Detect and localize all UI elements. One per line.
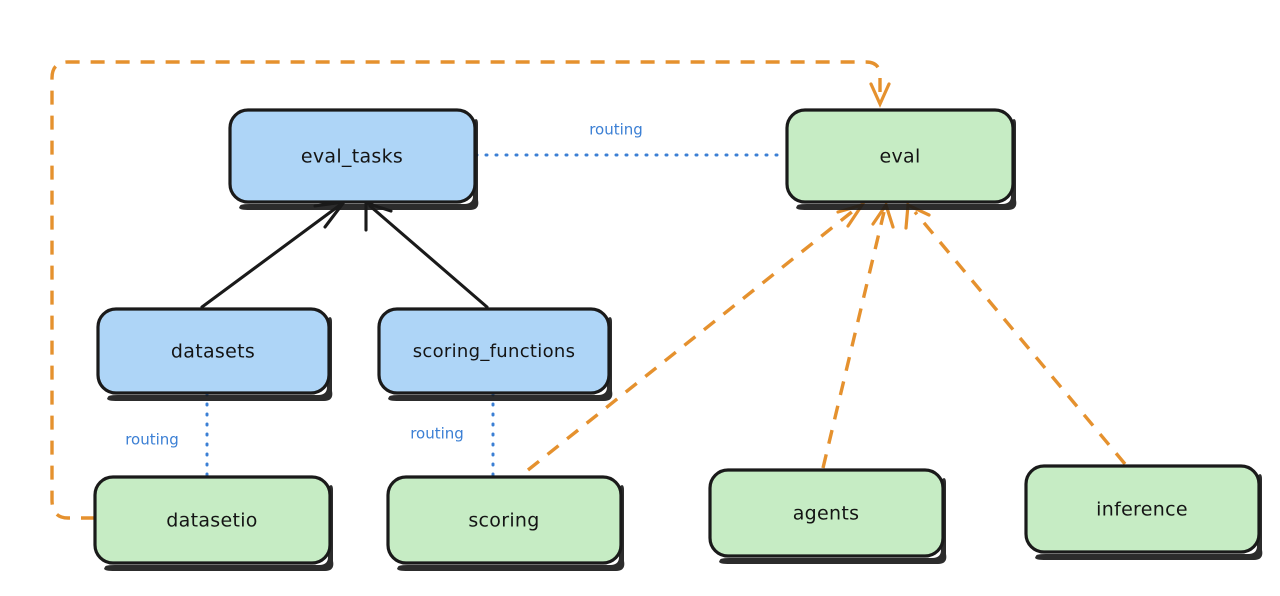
node-layer: eval_tasks eval datasets scoring_functio… [93,108,1263,571]
node-label-eval: eval [879,146,920,168]
node-label-inference: inference [1096,499,1188,521]
node-label-scoring-functions: scoring_functions [413,341,576,362]
node-inference[interactable]: inference [1024,464,1263,560]
edge-layer [50,60,1127,520]
node-label-agents: agents [793,503,860,525]
node-eval-tasks[interactable]: eval_tasks [228,108,479,210]
node-eval[interactable]: eval [785,108,1017,210]
edge-label-routing-datasetio: routing [125,431,179,449]
edge-inference-to-eval [904,202,1127,466]
node-label-eval-tasks: eval_tasks [301,146,403,168]
node-label-datasets: datasets [171,341,255,363]
edge-label-layer: routing routing routing [125,121,643,449]
node-datasetio[interactable]: datasetio [93,475,334,571]
node-label-datasetio: datasetio [166,510,257,532]
node-agents[interactable]: agents [708,468,947,564]
edge-label-routing-eval: routing [589,121,643,139]
node-scoring-functions[interactable]: scoring_functions [377,307,613,401]
node-datasets[interactable]: datasets [96,307,333,401]
edge-label-routing-scoring: routing [410,425,464,443]
edge-agents-to-eval [821,201,895,469]
node-scoring[interactable]: scoring [386,475,625,571]
node-label-scoring: scoring [468,510,539,532]
edge-datasetio-to-eval [50,60,891,520]
edge-datasets-to-eval-tasks [200,199,348,309]
edge-scoring-functions-to-eval-tasks [364,200,489,309]
